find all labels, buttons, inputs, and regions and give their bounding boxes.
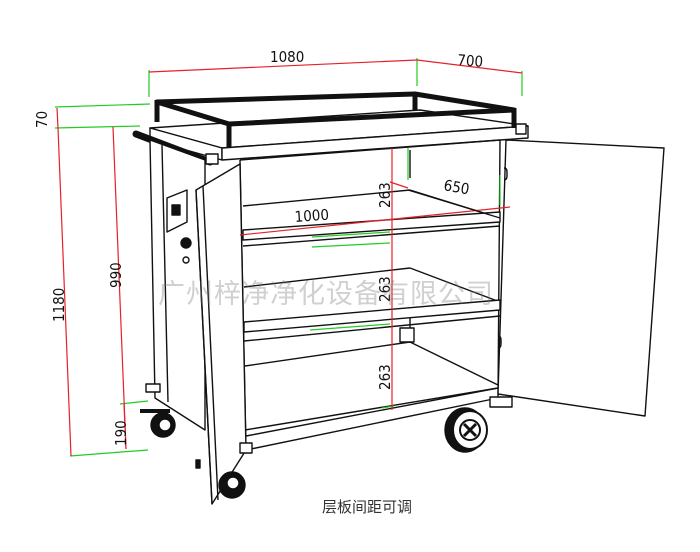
knob-icon <box>180 237 192 249</box>
dim-depth-label: 700 <box>457 51 484 71</box>
caster-front-right <box>444 396 513 453</box>
dim-shelf-depth-label: 650 <box>442 176 470 198</box>
dim-shelf-width-label: 1000 <box>294 206 330 226</box>
lock-icon <box>171 204 181 216</box>
dim-shelf-gap-3-label: 263 <box>376 364 394 390</box>
caster-rear-left <box>140 383 176 438</box>
right-door <box>497 139 665 417</box>
dim-shelf-gap-1-label: 263 <box>376 182 394 208</box>
dim-total-height-label: 1180 <box>50 288 68 322</box>
drawing-caption: 层板间距可调 <box>322 498 413 516</box>
dim-width-label: 1080 <box>270 48 304 66</box>
caster-front-left <box>218 442 253 499</box>
dim-rail-height-label: 70 <box>33 111 51 128</box>
dim-body-height-label: 990 <box>107 262 125 288</box>
cabinet-body <box>149 139 501 451</box>
dim-shelf-gap-2-label: 263 <box>376 276 394 302</box>
left-door <box>166 163 247 505</box>
top-rail <box>149 91 529 161</box>
dim-wheel-height-label: 190 <box>112 420 130 446</box>
dimension-annotations: 1080 700 70 1180 990 190 263 263 263 100… <box>33 48 523 457</box>
